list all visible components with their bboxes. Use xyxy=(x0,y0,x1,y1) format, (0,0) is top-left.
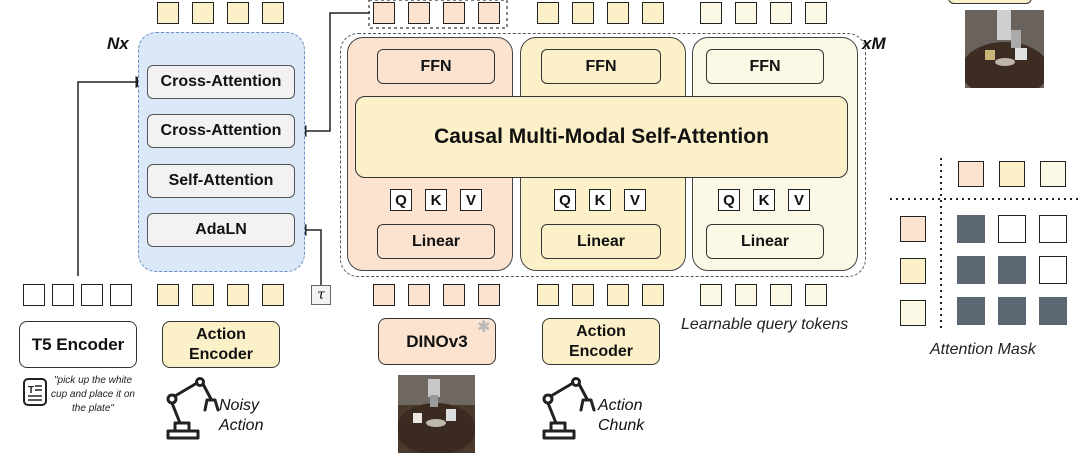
mask-row-header xyxy=(900,216,926,242)
output-token xyxy=(262,2,284,24)
ffn-action: FFN xyxy=(541,49,661,84)
text-token xyxy=(110,284,132,306)
v-vision: V xyxy=(460,189,482,211)
robot-scene-image-top xyxy=(965,10,1044,88)
linear-vision: Linear xyxy=(377,224,495,259)
action-chunk-label: Action Chunk xyxy=(598,397,645,434)
t5-encoder: T5 Encoder xyxy=(19,321,137,368)
mask-column-header xyxy=(958,161,984,187)
learnable-output-token xyxy=(805,2,827,24)
tau-timestep-token: τ xyxy=(311,285,331,305)
frozen-snowflake-icon: ✱ xyxy=(477,317,491,336)
query-token-dashed-box xyxy=(368,0,508,29)
action-output-token xyxy=(537,2,559,24)
action-encoder-chunk: Action Encoder xyxy=(542,318,660,365)
noisy-action-token xyxy=(262,284,284,306)
linear-query: Linear xyxy=(706,224,824,259)
transformer-repeat-label: xM xyxy=(862,34,886,53)
vision-token xyxy=(443,284,465,306)
noisy-action-token xyxy=(157,284,179,306)
svg-text:T: T xyxy=(28,385,34,396)
vision-token xyxy=(408,284,430,306)
learnable-query-label: Learnable query tokens xyxy=(681,316,849,333)
learnable-query-token xyxy=(805,284,827,306)
causal-self-attention: Causal Multi-Modal Self-Attention xyxy=(355,96,848,178)
mask-row-header xyxy=(900,300,926,326)
t5-to-cross-attention-arrow xyxy=(77,76,148,276)
output-token xyxy=(157,2,179,24)
robot-arm-icon xyxy=(163,377,223,446)
output-token xyxy=(192,2,214,24)
mask-cell-attend xyxy=(957,297,985,325)
learnable-output-token xyxy=(735,2,757,24)
text-token xyxy=(81,284,103,306)
action-chunk-token xyxy=(537,284,559,306)
mask-cell-blocked xyxy=(998,215,1026,243)
text-token xyxy=(23,284,45,306)
k-query: K xyxy=(753,189,775,211)
learnable-query-token xyxy=(700,284,722,306)
mask-column-header xyxy=(999,161,1025,187)
transformer-block xyxy=(340,33,866,277)
text-document-icon: T xyxy=(22,377,48,412)
adaln-layer: AdaLN xyxy=(147,213,295,247)
mask-cell-blocked xyxy=(1039,256,1067,284)
query-output-token xyxy=(478,2,500,24)
mask-column-header xyxy=(1040,161,1066,187)
vision-token xyxy=(478,284,500,306)
q-query: Q xyxy=(718,189,740,211)
action-output-token xyxy=(642,2,664,24)
self-attention-layer: Self-Attention xyxy=(147,164,295,198)
dinov3-encoder: DINOv3 xyxy=(378,318,496,365)
instruction-text: "pick up the white cup and place it on t… xyxy=(51,375,135,414)
k-vision: K xyxy=(425,189,447,211)
learnable-query-token xyxy=(735,284,757,306)
v-query: V xyxy=(788,189,810,211)
q-vision: Q xyxy=(390,189,412,211)
mask-cell-attend xyxy=(957,256,985,284)
query-output-token xyxy=(373,2,395,24)
action-chunk-token xyxy=(642,284,664,306)
learnable-query-token xyxy=(770,284,792,306)
output-token xyxy=(227,2,249,24)
robot-scene-image xyxy=(398,375,475,453)
cross-attention-layer-1: Cross-Attention xyxy=(147,65,295,99)
noisy-action-token xyxy=(227,284,249,306)
mask-cell-attend xyxy=(957,215,985,243)
ffn-query: FFN xyxy=(706,49,824,84)
action-encoder-noisy: Action Encoder xyxy=(162,321,280,368)
cross-attention-layer-2: Cross-Attention xyxy=(147,114,295,148)
query-output-token xyxy=(408,2,430,24)
action-chunk-token xyxy=(572,284,594,306)
linear-action: Linear xyxy=(541,224,661,259)
mask-cell-attend xyxy=(1039,297,1067,325)
q-action: Q xyxy=(554,189,576,211)
decoder-repeat-label: Nx xyxy=(107,34,129,53)
vision-token xyxy=(373,284,395,306)
learnable-output-token xyxy=(700,2,722,24)
action-output-token xyxy=(572,2,594,24)
k-action: K xyxy=(589,189,611,211)
cropped-box-top xyxy=(948,0,1032,4)
query-output-token xyxy=(443,2,465,24)
ffn-vision: FFN xyxy=(377,49,495,84)
mask-row-header xyxy=(900,258,926,284)
noisy-action-token xyxy=(192,284,214,306)
action-chunk-token xyxy=(607,284,629,306)
query-to-cross-attention-arrow xyxy=(294,12,370,137)
text-token xyxy=(52,284,74,306)
mask-cell-attend xyxy=(998,297,1026,325)
attention-mask-label: Attention Mask xyxy=(930,341,1036,358)
mask-cell-blocked xyxy=(1039,215,1067,243)
noisy-action-label: Noisy Action xyxy=(219,397,264,434)
learnable-output-token xyxy=(770,2,792,24)
mask-cell-attend xyxy=(998,256,1026,284)
robot-arm-icon xyxy=(539,377,599,446)
action-output-token xyxy=(607,2,629,24)
v-action: V xyxy=(624,189,646,211)
